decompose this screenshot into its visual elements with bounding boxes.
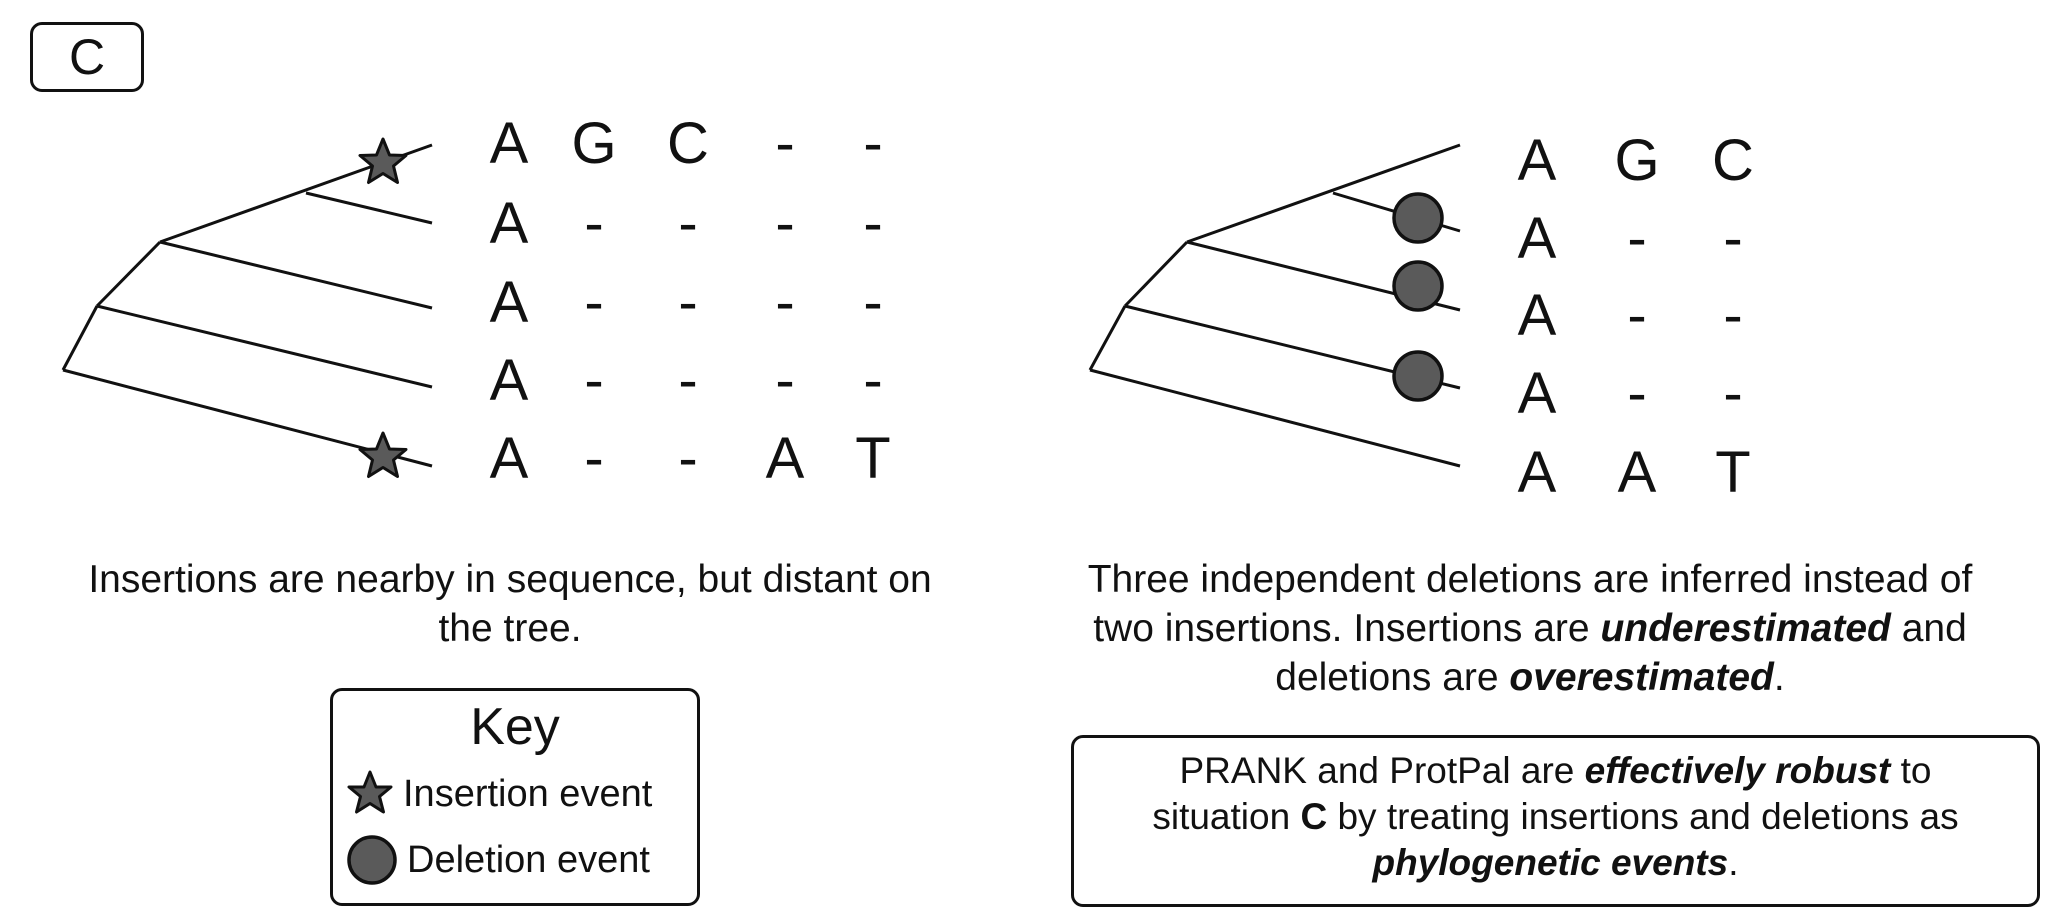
alignment-char: - — [1723, 361, 1742, 426]
key-title: Key — [470, 698, 560, 756]
caption-line: Three independent deletions are inferred… — [1087, 558, 1973, 601]
alignment-char: - — [863, 111, 882, 176]
alignment-char: C — [1712, 128, 1754, 193]
alignment-char: A — [1518, 206, 1557, 271]
caption-text: . — [1773, 656, 1785, 699]
left-caption: Insertions are nearby in sequence, but d… — [40, 555, 980, 653]
caption-text: and — [1890, 607, 1967, 650]
note-line: PRANK and ProtPal are effectively robust… — [1074, 748, 2037, 794]
alignment-char: A — [1518, 283, 1557, 348]
caption-line: deletions are overestimated. — [1040, 653, 2020, 702]
alignment-char: - — [1627, 361, 1646, 426]
key-deletion-row: Deletion event — [345, 833, 650, 887]
circle-icon — [347, 835, 397, 885]
tree-branch — [1123, 240, 1189, 308]
alignment-char: - — [584, 348, 603, 413]
alignment-char: - — [1723, 206, 1742, 271]
alignment-char: A — [490, 348, 529, 413]
alignment-char: - — [1627, 206, 1646, 271]
note-emphasis: phylogenetic events — [1372, 842, 1729, 883]
alignment-char: A — [490, 426, 529, 491]
alignment-char: - — [584, 426, 603, 491]
caption-emphasis: underestimated — [1600, 607, 1891, 650]
circle-icon — [1392, 350, 1444, 402]
tree-branch — [159, 240, 433, 310]
alignment-char: - — [775, 191, 794, 256]
alignment-char: - — [775, 111, 794, 176]
alignment-char: - — [863, 191, 882, 256]
alignment-char: - — [775, 348, 794, 413]
caption-emphasis: overestimated — [1509, 656, 1774, 699]
note-text: situation — [1152, 796, 1301, 837]
alignment-char: - — [863, 270, 882, 335]
left-insertion-stars — [358, 137, 408, 478]
key-deletion-label: Deletion event — [407, 838, 650, 881]
alignment-char: T — [1715, 440, 1750, 505]
star-icon — [358, 431, 408, 478]
alignment-char: - — [678, 348, 697, 413]
left-tree — [61, 143, 433, 468]
star-icon — [347, 770, 393, 814]
alignment-char: - — [863, 348, 882, 413]
right-caption: Three independent deletions are inferred… — [1040, 555, 2020, 702]
caption-line: two insertions. Insertions are underesti… — [1040, 604, 2020, 653]
note-emphasis: effectively robust — [1584, 750, 1891, 791]
caption-text: two insertions. Insertions are — [1093, 607, 1601, 650]
caption-text: deletions are — [1275, 656, 1510, 699]
tree-branch — [1089, 368, 1461, 468]
alignment-char: - — [1723, 283, 1742, 348]
note-text: to — [1890, 750, 1932, 791]
note-text: PRANK and ProtPal are — [1179, 750, 1585, 791]
alignment-char: A — [1518, 128, 1557, 193]
alignment-char: A — [1518, 440, 1557, 505]
alignment-char: A — [1618, 440, 1657, 505]
caption-line: the tree. — [438, 607, 582, 650]
tree-branch — [95, 240, 162, 308]
alignment-char: A — [490, 111, 529, 176]
alignment-char: - — [678, 191, 697, 256]
key-insertion-label: Insertion event — [403, 772, 653, 815]
note-line: phylogenetic events. — [1074, 840, 2037, 886]
alignment-char: C — [667, 111, 709, 176]
tree-branch — [1088, 305, 1127, 371]
alignment-char: A — [1518, 361, 1557, 426]
circle-icon — [1392, 260, 1444, 312]
alignment-char: - — [678, 270, 697, 335]
alignment-char: - — [584, 191, 603, 256]
caption-line: Insertions are nearby in sequence, but d… — [88, 558, 932, 601]
key-insertion-row: Insertion event — [345, 769, 652, 819]
note-text: by treating insertions and deletions as — [1327, 796, 1959, 837]
tree-branch — [61, 305, 99, 371]
tree-branch — [305, 191, 433, 225]
note-box: PRANK and ProtPal are effectively robust… — [1071, 735, 2040, 907]
alignment-char: G — [571, 111, 616, 176]
alignment-char: A — [490, 191, 529, 256]
key-box: Key Insertion event Deletion event — [330, 688, 700, 906]
alignment-char: - — [775, 270, 794, 335]
alignment-char: G — [1614, 128, 1659, 193]
alignment-char: - — [1627, 283, 1646, 348]
alignment-char: A — [490, 270, 529, 335]
alignment-char: - — [678, 426, 697, 491]
note-strong: C — [1300, 796, 1328, 837]
note-line: situation C by treating insertions and d… — [1074, 794, 2037, 840]
right-deletion-circles — [1392, 192, 1444, 402]
alignment-char: A — [766, 426, 805, 491]
tree-branch — [1186, 143, 1461, 244]
alignment-char: - — [584, 270, 603, 335]
note-text: . — [1728, 842, 1739, 883]
circle-icon — [1392, 192, 1444, 244]
panel-label: C — [30, 22, 144, 92]
star-icon — [358, 137, 408, 184]
tree-branch — [96, 304, 433, 389]
alignment-char: T — [855, 426, 890, 491]
